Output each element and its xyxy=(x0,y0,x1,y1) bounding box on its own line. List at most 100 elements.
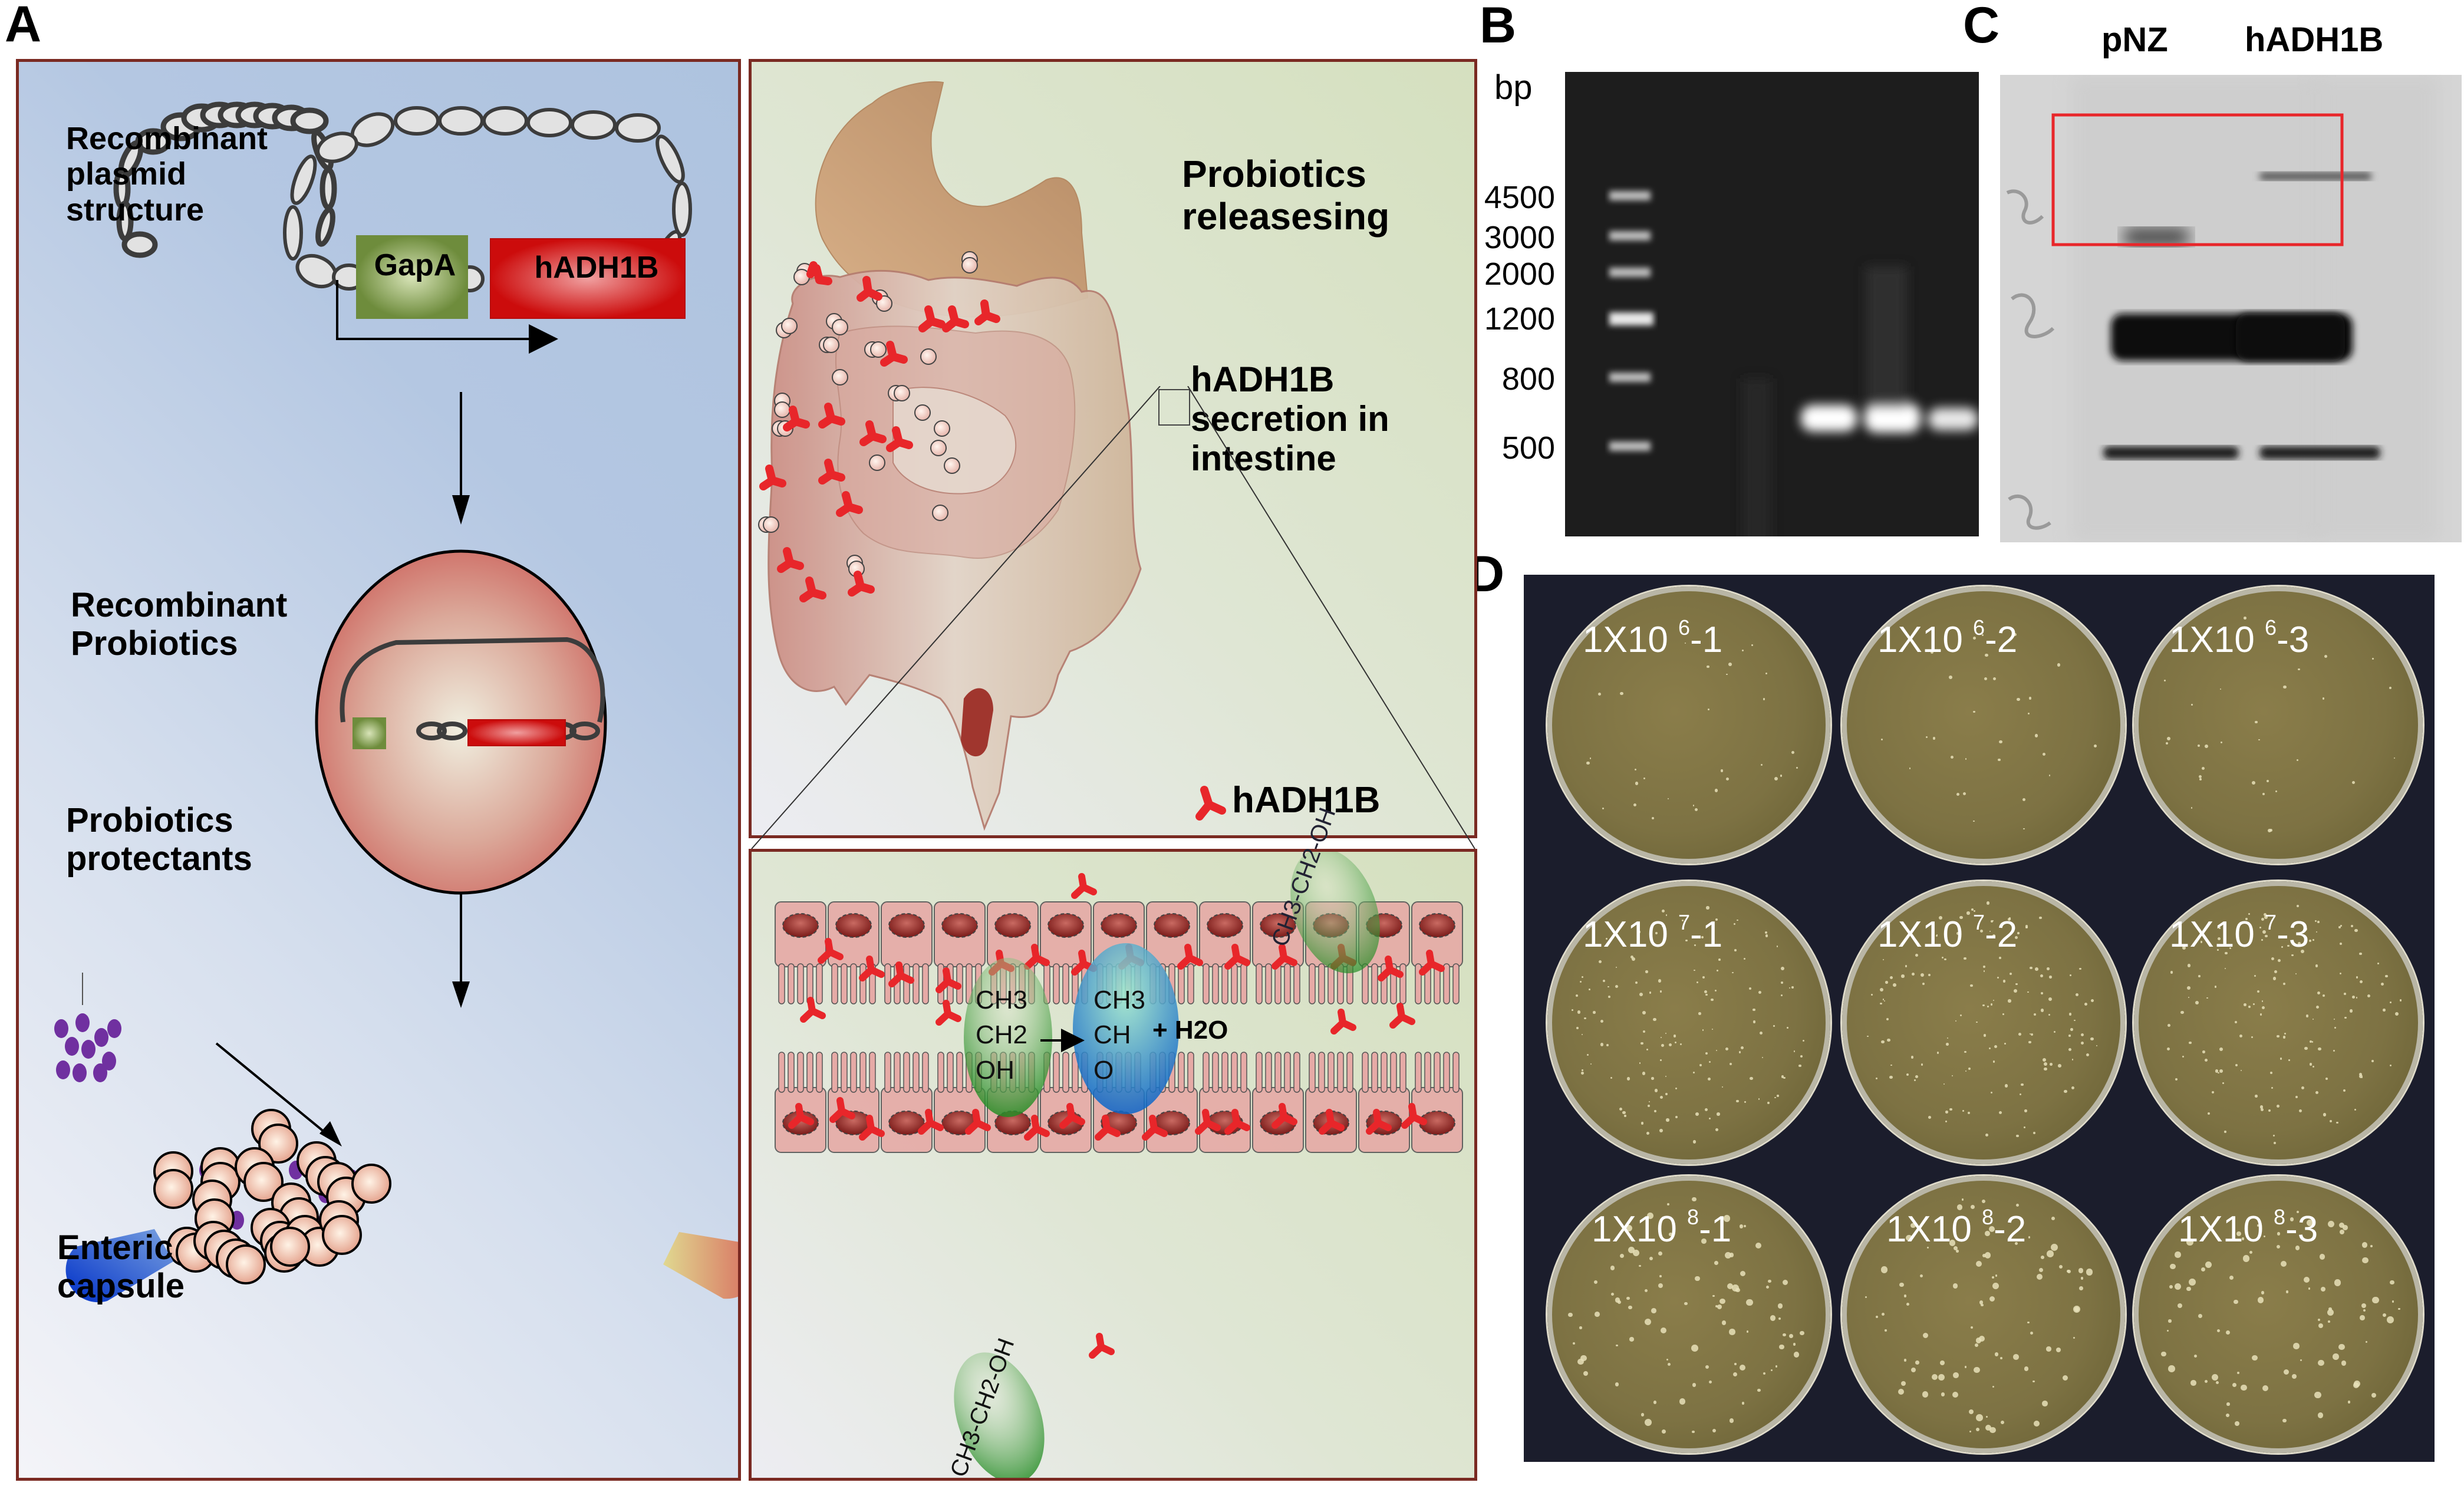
colony xyxy=(1974,1367,1980,1373)
colony xyxy=(1973,821,1975,822)
colony xyxy=(1758,991,1761,994)
colony xyxy=(2274,970,2277,973)
colony xyxy=(2189,1042,2191,1044)
colony xyxy=(1985,1134,1988,1136)
colony xyxy=(1753,1020,1755,1023)
release-label-line2: releasesing xyxy=(1182,196,1389,238)
colony xyxy=(1778,1317,1781,1320)
colony xyxy=(2268,1109,2271,1112)
colony xyxy=(2318,1323,2323,1328)
colony xyxy=(1695,1112,1699,1116)
colony xyxy=(1803,1040,1804,1042)
colony xyxy=(2225,968,2226,969)
colony xyxy=(1629,1337,1633,1341)
colony xyxy=(1796,767,1798,769)
plate-label-base: 1X10 xyxy=(1583,620,1678,660)
colony xyxy=(2313,1019,2314,1020)
colony xyxy=(1742,650,1744,651)
colony xyxy=(1914,1079,1916,1081)
colony xyxy=(1580,981,1582,983)
colony xyxy=(1921,1063,1923,1066)
colony xyxy=(2188,964,2191,967)
colony xyxy=(1582,976,1583,978)
colony xyxy=(2000,1357,2002,1359)
probiotics-releasing-label: Probiotics releasesing xyxy=(1182,153,1389,238)
colony xyxy=(2005,1084,2008,1087)
colony xyxy=(2392,1300,2394,1302)
colony xyxy=(2278,959,2281,962)
colony xyxy=(1708,1078,1711,1080)
colony xyxy=(1940,1360,1945,1365)
colony xyxy=(1783,1333,1786,1336)
ladder-label-800: 800 xyxy=(1478,361,1555,397)
colony xyxy=(2356,997,2357,998)
colony xyxy=(1740,1365,1745,1371)
product-o: O xyxy=(1093,1053,1145,1088)
substrate-oh: OH xyxy=(976,1053,1027,1088)
colony xyxy=(1568,1313,1573,1317)
colony xyxy=(2292,1374,2297,1379)
colony xyxy=(2339,1223,2344,1228)
plate-label-replicate: -2 xyxy=(1994,1209,2026,1250)
hadh1b-secretion-label: hADH1B secretion in intestine xyxy=(1191,360,1389,479)
colony xyxy=(1794,1352,1800,1358)
colony xyxy=(1740,1271,1745,1276)
colony xyxy=(1955,1020,1956,1022)
panel-a-workflow: GapA hADH1B Recombinant plasmid structur… xyxy=(16,59,741,1481)
colony xyxy=(2310,1063,2312,1065)
water-byproduct: + H2O xyxy=(1152,1016,1228,1045)
colony xyxy=(2041,1256,2044,1259)
colony xyxy=(1641,1122,1643,1124)
colony xyxy=(1938,1374,1945,1381)
colony xyxy=(1708,709,1709,710)
colony xyxy=(1951,756,1954,759)
product-ch3: CH3 xyxy=(1093,983,1145,1017)
colony xyxy=(1715,1128,1718,1131)
colony xyxy=(1576,1027,1579,1029)
colony xyxy=(1965,758,1967,760)
colony xyxy=(1697,981,1698,983)
colony xyxy=(2254,975,2256,977)
colony xyxy=(1603,980,1606,983)
colony xyxy=(2286,1290,2288,1293)
colony xyxy=(2372,1297,2379,1304)
colony xyxy=(2046,1346,2051,1351)
colony xyxy=(1633,803,1636,806)
colony xyxy=(1742,1402,1745,1405)
colony xyxy=(1880,1003,1882,1005)
colony xyxy=(1639,1265,1641,1267)
colony xyxy=(2324,655,2327,658)
colony xyxy=(2252,1355,2257,1360)
colony xyxy=(2069,1013,2071,1015)
colony xyxy=(1641,1042,1643,1045)
colony xyxy=(1969,1431,1971,1432)
colony xyxy=(1665,1093,1668,1095)
colony xyxy=(2328,1320,2330,1323)
colony xyxy=(2194,1355,2197,1358)
colony xyxy=(1618,1300,1621,1304)
colony xyxy=(1911,1056,1914,1059)
colony xyxy=(2308,1287,2311,1290)
colony xyxy=(1767,1102,1770,1104)
zoom-region-box xyxy=(1158,389,1190,426)
colony xyxy=(1993,1000,1994,1001)
colony xyxy=(1964,1051,1966,1053)
colony xyxy=(1730,1063,1732,1065)
colony xyxy=(1661,1327,1666,1333)
colony xyxy=(1712,1429,1716,1432)
colony xyxy=(1968,1068,1971,1070)
colony xyxy=(2051,1217,2055,1220)
colony xyxy=(2348,1401,2351,1404)
colony xyxy=(1675,1088,1677,1089)
colony xyxy=(1725,1252,1731,1259)
colony xyxy=(2316,931,2317,933)
colony xyxy=(1594,1280,1597,1284)
colony xyxy=(2078,1268,2083,1273)
colony xyxy=(2270,1072,2272,1074)
lane-label-pnz: pNZ xyxy=(2101,21,2168,60)
colony xyxy=(2191,807,2193,809)
colony xyxy=(1775,1365,1777,1367)
colony xyxy=(2318,1360,2324,1366)
colony xyxy=(2400,999,2402,1001)
colony xyxy=(1970,984,1973,987)
